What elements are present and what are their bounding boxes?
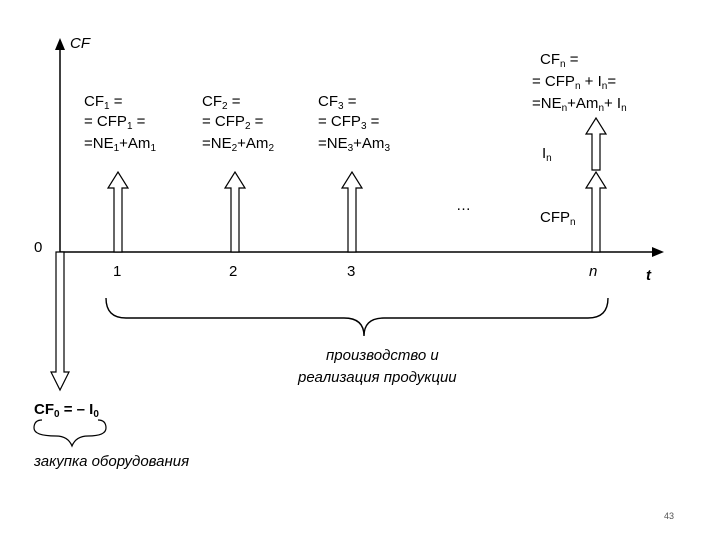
time-axis-label: t — [646, 267, 651, 284]
investment-n-label: In — [542, 145, 552, 164]
ellipsis: … — [456, 197, 471, 214]
time-axis-arrowhead — [652, 247, 664, 257]
inflow-arrow-3 — [340, 170, 364, 253]
cf0-formula: CF0 = – I0 — [34, 401, 99, 420]
inflow-arrow-1 — [106, 170, 130, 253]
cf-axis-arrowhead — [55, 38, 65, 50]
period-3-label: 3 — [347, 263, 356, 280]
cfp-n-label: CFPn — [540, 209, 576, 228]
inflow-arrow-2 — [223, 170, 247, 253]
production-caption-line2: реализация продукции — [298, 369, 457, 386]
period-n-label: n — [589, 263, 598, 280]
period-2-label: 2 — [229, 263, 238, 280]
outflow-arrow-0 — [50, 251, 70, 392]
purchase-brace — [33, 419, 107, 448]
purchase-caption: закупка оборудования — [34, 453, 190, 470]
period-1-label: 1 — [113, 263, 122, 280]
inflow-arrow-n-cfp — [584, 170, 608, 253]
production-brace — [105, 297, 609, 337]
origin-label: 0 — [34, 239, 43, 256]
page-number: 43 — [664, 511, 675, 521]
production-caption-line1: производство и — [326, 347, 439, 364]
cf-axis-label: CF — [70, 35, 90, 52]
inflow-arrow-n-investment — [584, 116, 608, 171]
